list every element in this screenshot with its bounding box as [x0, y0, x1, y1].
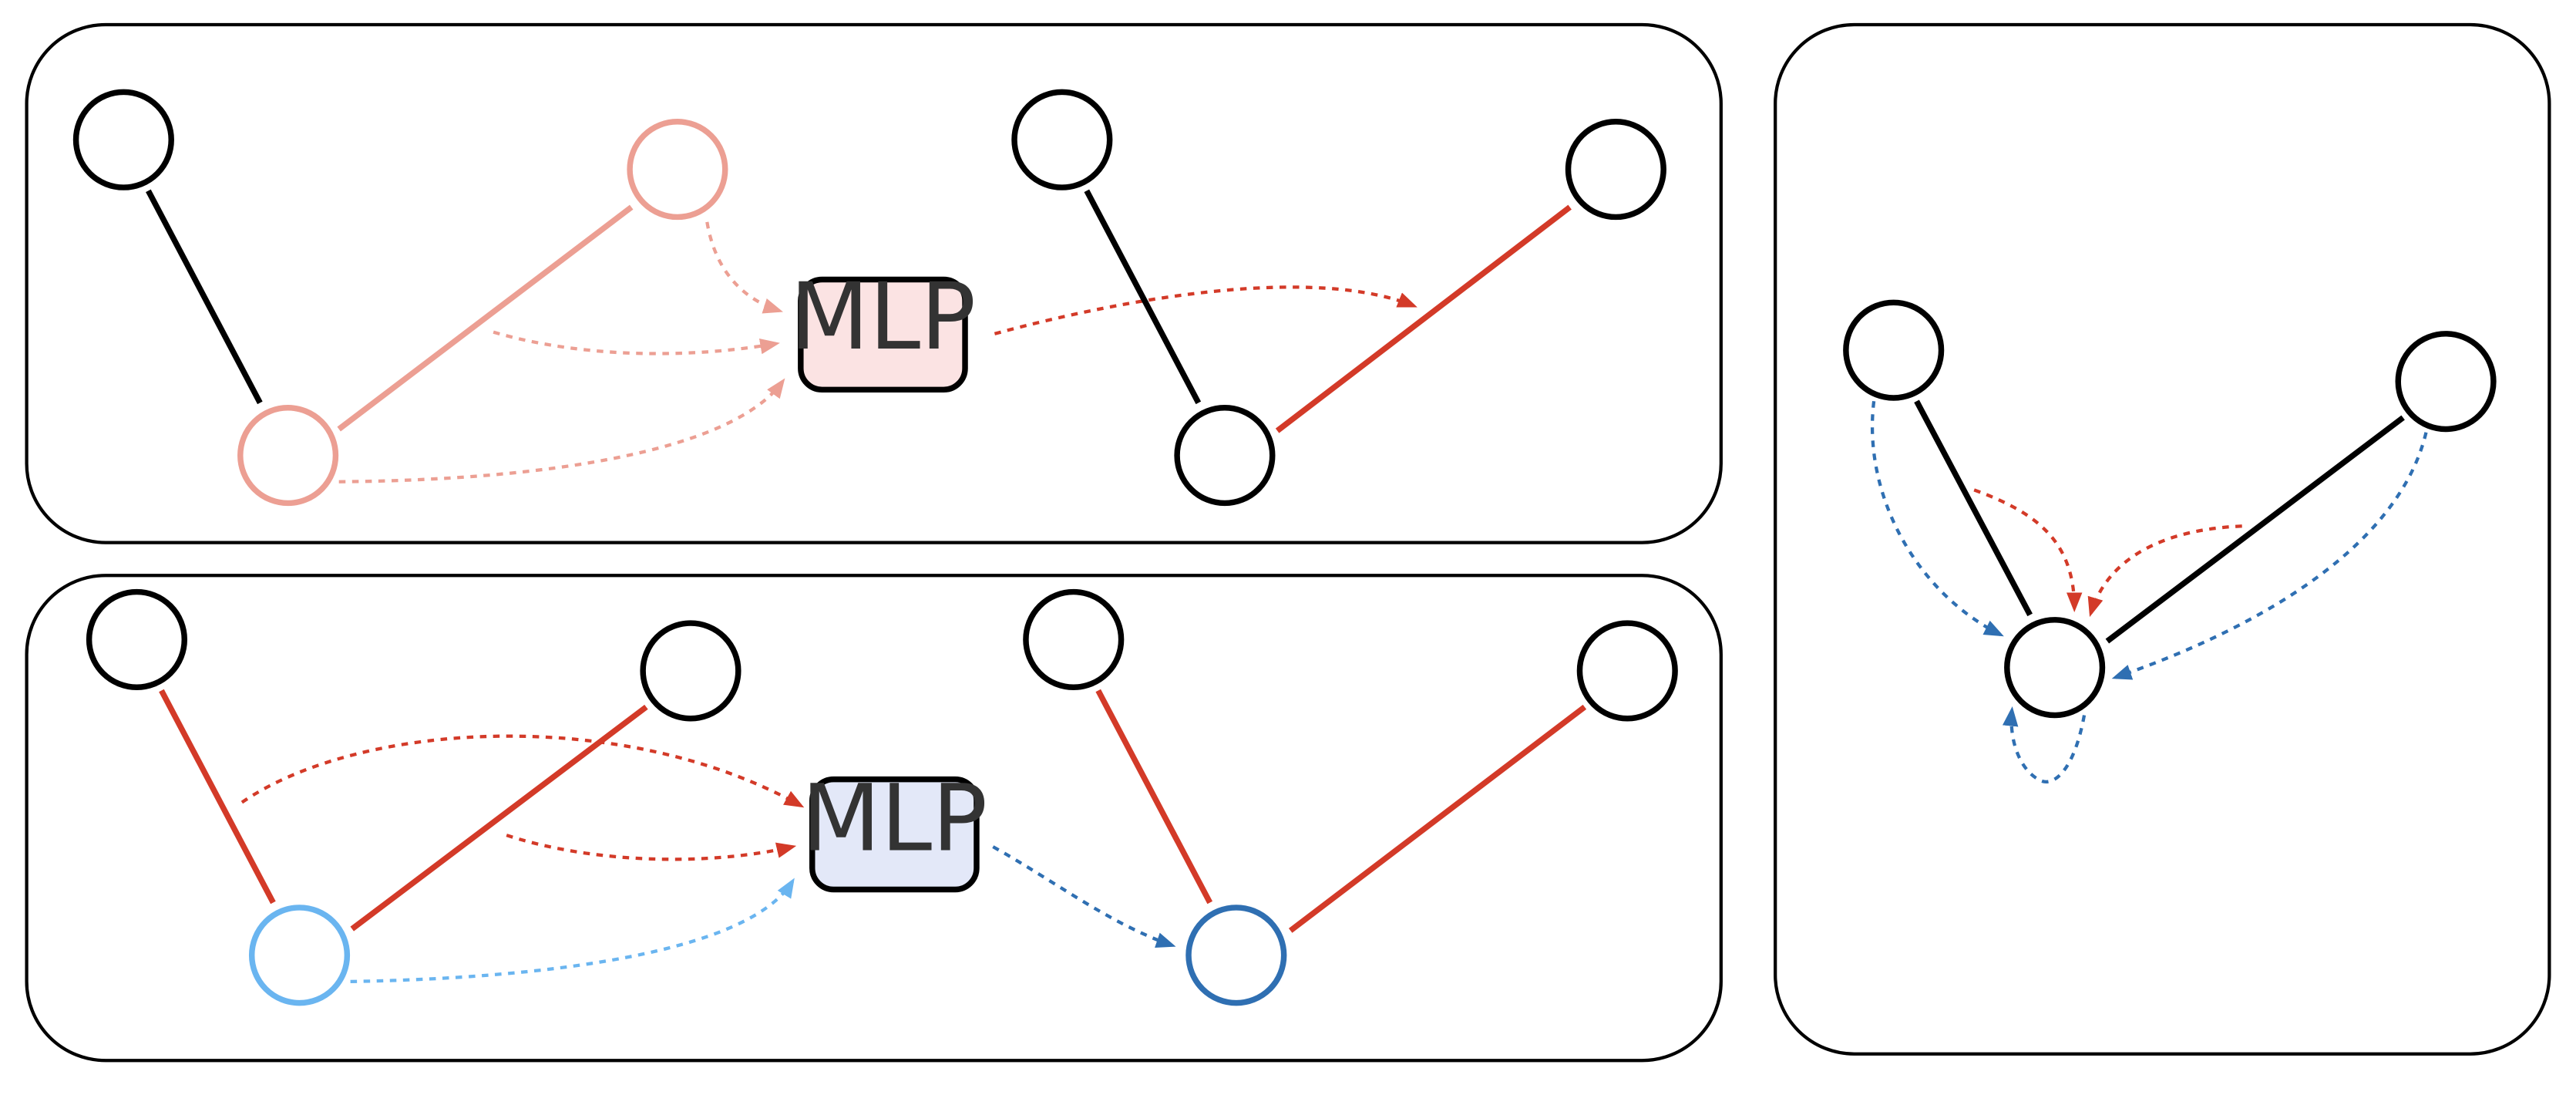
- bottom-panel-content: MLP: [86, 588, 1678, 1006]
- graph-node: [1011, 89, 1113, 190]
- mlp-label: MLP: [790, 264, 977, 371]
- graph-node: [72, 89, 174, 190]
- graph-node: [640, 620, 742, 722]
- message-arrow: [2087, 524, 2242, 618]
- self-loop-arrow: [2002, 706, 2087, 783]
- graph-node: [1576, 620, 1678, 722]
- edge: [350, 704, 648, 932]
- update-arrow: [994, 285, 1417, 335]
- mlp-box: [798, 276, 968, 393]
- message-arrow: [338, 378, 785, 483]
- edge: [1095, 689, 1213, 905]
- right-panel-content: [1843, 299, 2497, 783]
- graph-node: [2004, 617, 2106, 719]
- edge: [1084, 189, 1202, 405]
- update-arrow: [992, 845, 1176, 948]
- message-arrow: [506, 834, 797, 861]
- message-arrow: [493, 330, 780, 355]
- graph-node: [1565, 119, 1666, 221]
- mlp-label: MLP: [802, 765, 988, 872]
- message-arrow: [240, 734, 805, 808]
- edge: [1288, 704, 1587, 933]
- edge: [159, 689, 276, 905]
- edge: [146, 189, 263, 405]
- edge: [337, 204, 634, 432]
- edge: [1275, 204, 1572, 433]
- mlp-box: [809, 776, 980, 893]
- graph-node: [1023, 588, 1125, 690]
- graph-node: [627, 119, 728, 221]
- panel-top-left: [25, 22, 1723, 544]
- edge: [1914, 399, 2033, 617]
- message-arrow: [2111, 432, 2428, 680]
- message-arrow: [350, 878, 795, 984]
- graph-node: [1185, 905, 1287, 1006]
- graph-node: [237, 405, 339, 507]
- top-panel-content: MLP: [72, 89, 1666, 507]
- panel-right: [1774, 22, 2551, 1056]
- graph-node: [2395, 331, 2497, 433]
- message-arrow: [705, 221, 783, 314]
- message-arrow: [1973, 488, 2083, 613]
- edge: [2105, 415, 2405, 644]
- graph-node: [248, 905, 351, 1006]
- panel-bottom-left: [25, 574, 1723, 1063]
- graph-node: [1843, 299, 1945, 401]
- graph-node: [1174, 405, 1276, 507]
- graph-node: [86, 588, 188, 690]
